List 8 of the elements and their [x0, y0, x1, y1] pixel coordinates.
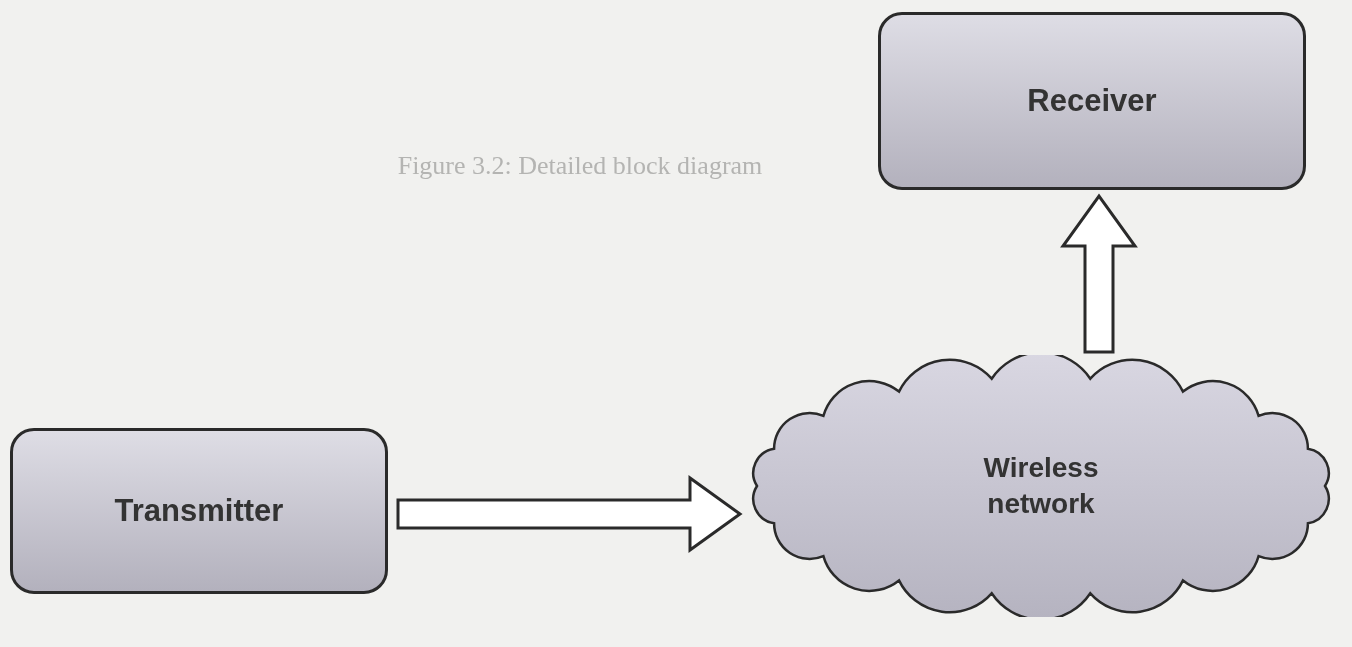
node-label: Receiver [1027, 81, 1157, 120]
node-label: Wireless network [982, 451, 1100, 521]
node-label: Transmitter [114, 491, 284, 530]
figure-caption: Figure 3.2: Detailed block diagram [396, 150, 764, 182]
process-box [10, 428, 388, 594]
process-box [878, 12, 1306, 190]
block-arrow [1060, 193, 1138, 354]
block-arrow [396, 475, 743, 553]
